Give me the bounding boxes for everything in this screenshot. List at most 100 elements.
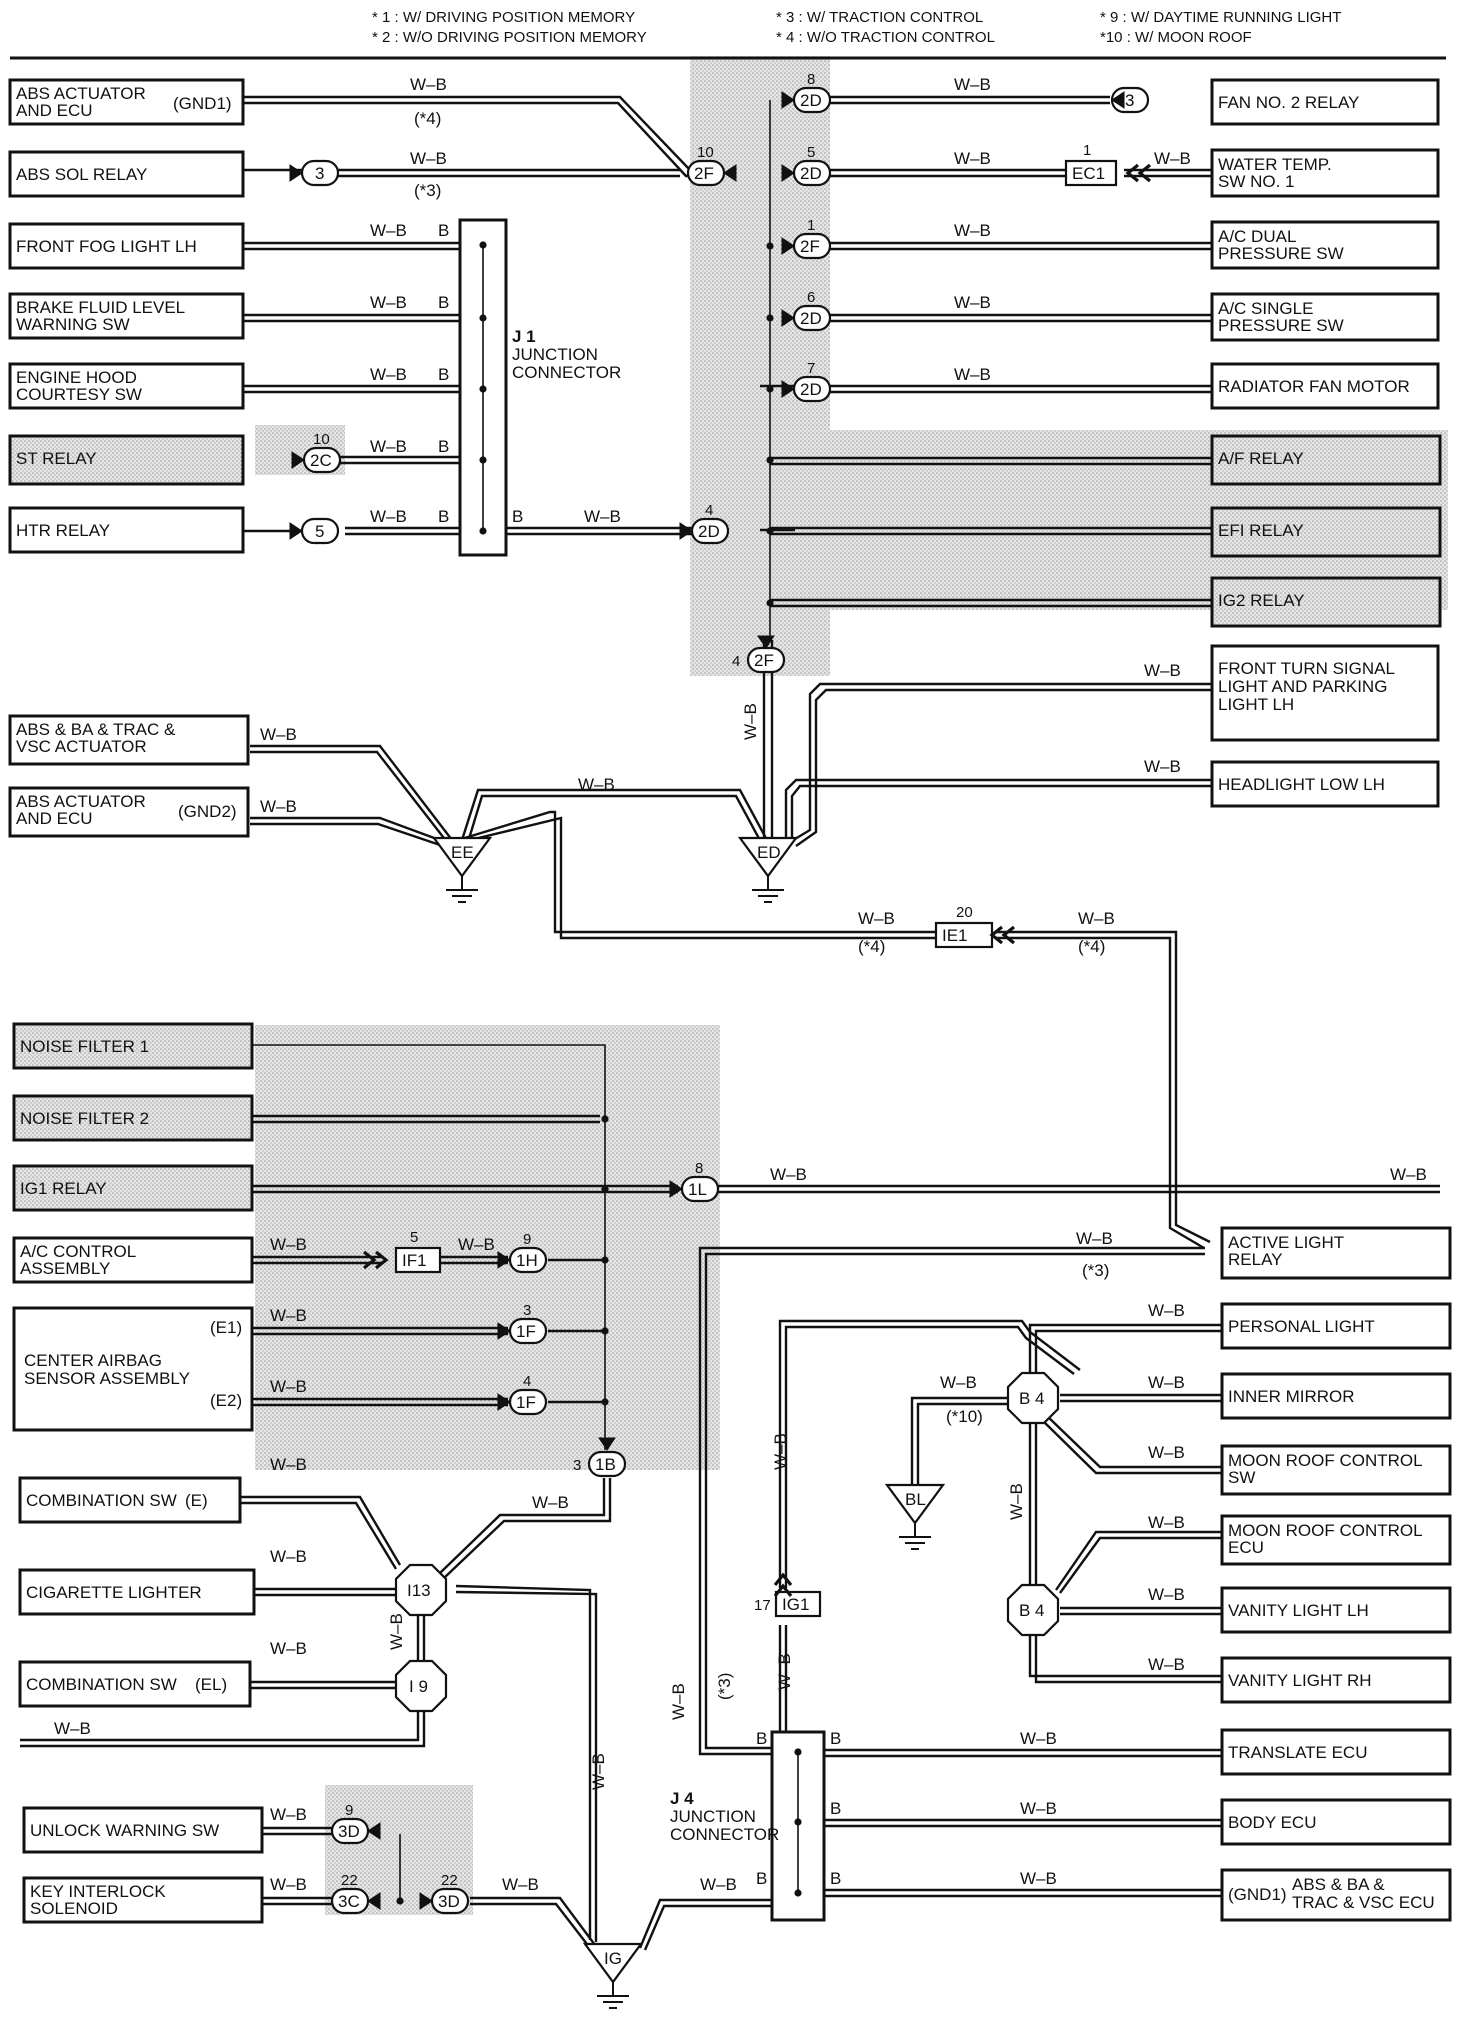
- right-component-label: MOON ROOF CONTROL: [1228, 1451, 1423, 1470]
- pin-b-label: B: [830, 1729, 841, 1748]
- right-component-box: [1210, 292, 1440, 342]
- left-component-box: [8, 714, 250, 766]
- connector-code: 2D: [800, 309, 822, 328]
- pin-b-label: B: [438, 365, 449, 384]
- wire-label: W–B: [370, 221, 407, 240]
- left-component-label: A/C CONTROL: [20, 1242, 136, 1261]
- left-component-label: SOLENOID: [30, 1899, 118, 1918]
- connector-code: EC1: [1072, 164, 1105, 183]
- right-component-label: WATER TEMP.: [1218, 155, 1332, 174]
- arrow-mark: [289, 522, 303, 540]
- right-component-box: [1220, 1728, 1452, 1776]
- wire-label: W–B: [410, 149, 447, 168]
- shaded-region-lower: [255, 1025, 720, 1470]
- connector-pin: 4: [705, 502, 713, 519]
- pin-b-label: B: [512, 507, 523, 526]
- wire-label: W–B: [1020, 1799, 1057, 1818]
- left-component-label: NOISE FILTER 2: [20, 1109, 149, 1128]
- left-component-label: WARNING SW: [16, 315, 130, 334]
- left-component-box: [12, 1164, 254, 1212]
- splice-dot: [479, 241, 487, 249]
- wire-label: W–B: [1154, 149, 1191, 168]
- right-component-box: [1210, 506, 1442, 558]
- splices: B 4 B 4 I13 I 9: [394, 1371, 1060, 1713]
- splice-dot: [794, 1889, 802, 1897]
- right-component-box: [1220, 1514, 1452, 1566]
- right-component-box: [1210, 220, 1440, 270]
- grounds: EE ED BL IG: [431, 836, 946, 2009]
- wire-label: W–B: [1078, 909, 1115, 928]
- left-component-label: BRAKE FLUID LEVEL: [16, 298, 185, 317]
- right-component-box: [1220, 1798, 1452, 1846]
- wire-label: W–B: [1148, 1373, 1185, 1392]
- wire-label-vertical: W–B: [775, 1653, 794, 1690]
- wire-label: W–B: [1076, 1229, 1113, 1248]
- left-component-label: COURTESY SW: [16, 385, 142, 404]
- left-component-label: FRONT FOG LIGHT LH: [16, 237, 197, 256]
- pin-b-label: B: [438, 507, 449, 526]
- arrow-mark: [367, 1822, 381, 1840]
- connector-code: 5: [315, 522, 324, 541]
- connector-code: 3: [315, 164, 324, 183]
- right-component-label: FRONT TURN SIGNAL: [1218, 659, 1395, 678]
- wire-label: W–B: [954, 75, 991, 94]
- right-component-label: EFI RELAY: [1218, 521, 1304, 540]
- connector-code: 3: [1125, 91, 1134, 110]
- connector-rect: [774, 1590, 822, 1618]
- connector-code: 2D: [800, 91, 822, 110]
- wire-label: W–B: [532, 1493, 569, 1512]
- arrow-mark: [1111, 91, 1125, 109]
- right-component-label: LIGHT AND PARKING: [1218, 677, 1387, 696]
- splice-i9: I 9: [409, 1677, 428, 1696]
- pin-b-label: B: [438, 437, 449, 456]
- right-component-box: [1210, 576, 1442, 628]
- wire-label-vertical: W–B: [387, 1613, 406, 1650]
- note: (*3): [1082, 1261, 1109, 1280]
- wire-label: W–B: [270, 1547, 307, 1566]
- right-component-box: [1220, 1656, 1452, 1704]
- gnd-tag: (GND1): [1228, 1885, 1287, 1904]
- connector-pin: 4: [732, 653, 740, 670]
- right-component-label: IG2 RELAY: [1218, 591, 1305, 610]
- left-component-box: [8, 78, 245, 126]
- legend-10: *10 : W/ MOON ROOF: [1100, 29, 1252, 46]
- connector-code: 3C: [338, 1892, 360, 1911]
- left-component-box: [8, 150, 245, 198]
- wire-label: W–B: [54, 1719, 91, 1738]
- connector-code: 1H: [516, 1251, 538, 1270]
- right-component-label: TRANSLATE ECU: [1228, 1743, 1368, 1762]
- left-component-label: AND ECU: [16, 809, 93, 828]
- wire-label: W–B: [502, 1875, 539, 1894]
- left-component-label: VSC ACTUATOR: [16, 737, 147, 756]
- wire-label-vertical: W–B: [669, 1683, 688, 1720]
- left-component-label: SENSOR ASSEMBLY: [24, 1369, 190, 1388]
- connector-pin: 6: [807, 289, 815, 306]
- wire-label: W–B: [270, 1306, 307, 1325]
- splice-dot: [766, 242, 774, 250]
- splice-dot: [766, 456, 774, 464]
- wire-label: W–B: [270, 1455, 307, 1474]
- wire-label: W–B: [940, 1373, 977, 1392]
- splice-b4-upper: B 4: [1019, 1389, 1045, 1408]
- arrow-mark: [363, 1250, 377, 1270]
- splice-dot: [766, 599, 774, 607]
- right-component-box: [1210, 760, 1440, 808]
- right-component-label: RELAY: [1228, 1250, 1283, 1269]
- connector-pin: 1: [1083, 142, 1091, 159]
- wire-label: W–B: [954, 365, 991, 384]
- junction-id: J 4: [670, 1789, 694, 1808]
- left-component-label: KEY INTERLOCK: [30, 1882, 166, 1901]
- note: (*4): [1078, 937, 1105, 956]
- left-component-label: ABS SOL RELAY: [16, 165, 147, 184]
- splice-dot: [766, 385, 774, 393]
- right-component-label: INNER MIRROR: [1228, 1387, 1355, 1406]
- junction-id: J 1: [512, 327, 536, 346]
- left-component-label: IG1 RELAY: [20, 1179, 107, 1198]
- connector-code: 1B: [595, 1455, 616, 1474]
- wire-label: W–B: [410, 75, 447, 94]
- wire-label: W–B: [1148, 1443, 1185, 1462]
- wire-label: W–B: [260, 797, 297, 816]
- arrow-mark: [781, 237, 795, 255]
